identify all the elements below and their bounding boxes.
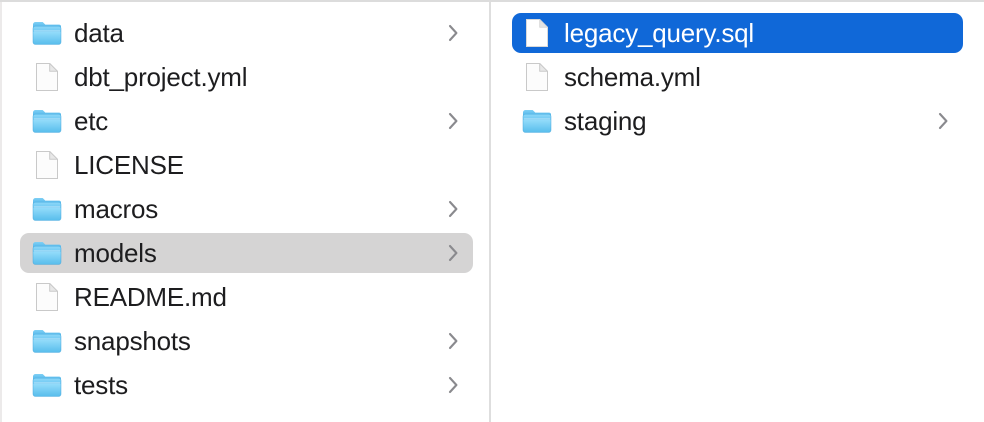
file-row[interactable]: data	[20, 13, 473, 53]
folder-icon	[32, 370, 62, 400]
file-row[interactable]: README.md	[20, 277, 473, 317]
document-icon-glyph	[36, 151, 58, 179]
chevron-right-icon-glyph	[448, 24, 457, 42]
file-row-label: macros	[74, 194, 159, 224]
file-row-label: data	[74, 18, 124, 48]
folder-icon	[32, 18, 62, 48]
file-row[interactable]: etc	[20, 101, 473, 141]
folder-icon	[32, 326, 62, 356]
left-edge-rule	[0, 2, 2, 422]
file-row-label: schema.yml	[564, 62, 701, 92]
folder-icon-glyph	[32, 330, 62, 353]
chevron-right-icon[interactable]	[443, 243, 463, 263]
file-row[interactable]: snapshots	[20, 321, 473, 361]
chevron-right-icon-glyph	[448, 332, 457, 350]
chevron-right-icon-glyph	[938, 112, 947, 130]
file-row-label: dbt_project.yml	[74, 62, 248, 92]
document-icon-glyph	[36, 63, 58, 91]
folder-icon-glyph	[32, 374, 62, 397]
file-row[interactable]: legacy_query.sql	[512, 13, 963, 53]
folder-icon-glyph	[32, 242, 62, 265]
document-icon	[522, 62, 552, 92]
chevron-right-icon-glyph	[448, 376, 457, 394]
folder-icon	[32, 194, 62, 224]
file-row-label: README.md	[74, 282, 227, 312]
chevron-right-icon[interactable]	[933, 111, 953, 131]
file-row-label: LICENSE	[74, 150, 184, 180]
file-row-label: legacy_query.sql	[564, 18, 754, 48]
chevron-right-icon[interactable]	[443, 199, 463, 219]
file-row[interactable]: models	[20, 233, 473, 273]
file-row[interactable]: staging	[512, 101, 963, 141]
chevron-right-icon[interactable]	[443, 111, 463, 131]
chevron-right-icon-glyph	[448, 244, 457, 262]
file-row-label: snapshots	[74, 326, 191, 356]
chevron-right-icon-glyph	[448, 200, 457, 218]
folder-icon	[522, 106, 552, 136]
document-icon-glyph	[36, 283, 58, 311]
folder-icon-glyph	[32, 22, 62, 45]
file-row-label: models	[74, 238, 157, 268]
file-row[interactable]: LICENSE	[20, 145, 473, 185]
file-row[interactable]: tests	[20, 365, 473, 405]
file-row[interactable]: schema.yml	[512, 57, 963, 97]
folder-icon	[32, 106, 62, 136]
folder-icon-glyph	[522, 110, 552, 133]
chevron-right-icon-glyph	[448, 112, 457, 130]
document-icon	[32, 282, 62, 312]
file-column-parent[interactable]: data dbt_project.yml etc	[2, 2, 489, 422]
top-divider	[0, 0, 984, 2]
file-column-child[interactable]: legacy_query.sql schema.yml staging	[491, 2, 984, 422]
document-icon	[32, 150, 62, 180]
folder-icon-glyph	[32, 198, 62, 221]
chevron-right-icon[interactable]	[443, 375, 463, 395]
file-row[interactable]: dbt_project.yml	[20, 57, 473, 97]
file-row-label: tests	[74, 370, 128, 400]
chevron-right-icon[interactable]	[443, 331, 463, 351]
file-row-label: etc	[74, 106, 109, 136]
chevron-right-icon[interactable]	[443, 23, 463, 43]
file-row[interactable]: macros	[20, 189, 473, 229]
document-icon-glyph	[526, 19, 548, 47]
column-divider	[489, 2, 491, 422]
document-icon	[522, 18, 552, 48]
document-icon	[32, 62, 62, 92]
folder-icon-glyph	[32, 110, 62, 133]
folder-icon	[32, 238, 62, 268]
file-row-label: staging	[564, 106, 647, 136]
document-icon-glyph	[526, 63, 548, 91]
